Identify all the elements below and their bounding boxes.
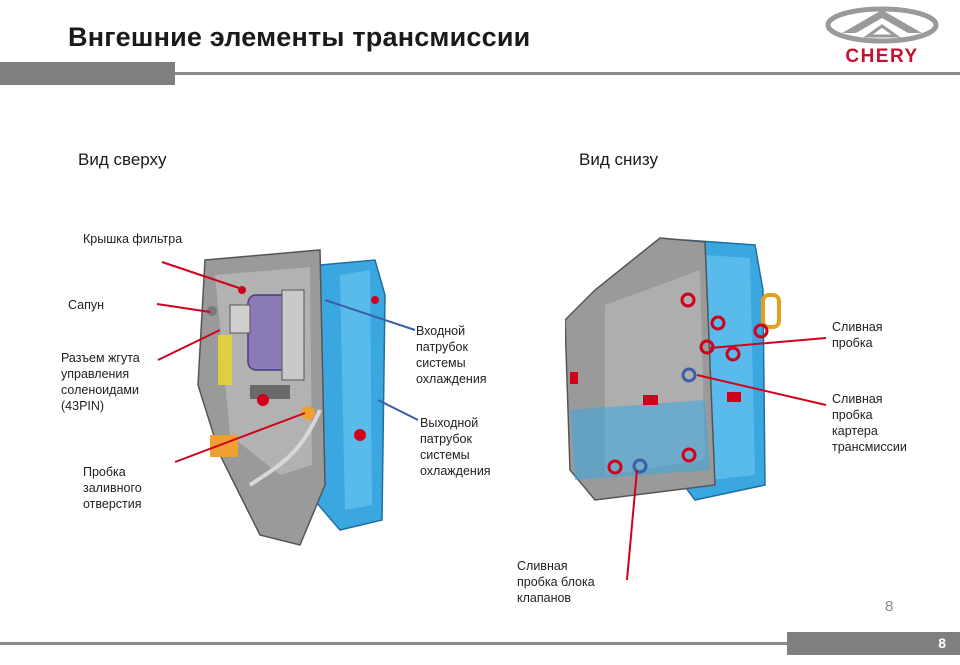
label-cooling-outlet: Выходной патрубок системы охлаждения bbox=[420, 416, 491, 478]
page-number-small: 8 bbox=[885, 598, 894, 615]
label-valve-body-drain-plug: Сливная пробка блока клапанов bbox=[517, 559, 595, 605]
brand-wordmark: CHERY bbox=[845, 46, 919, 67]
footer-accent-bar: 8 bbox=[787, 632, 960, 655]
label-drain-plug: Сливная пробка bbox=[832, 320, 883, 350]
page-number: 8 bbox=[938, 635, 946, 651]
top-view-heading: Вид сверху bbox=[78, 150, 167, 169]
label-solenoid-harness: Разъем жгута управления соленоидами (43P… bbox=[61, 351, 140, 413]
label-breather: Сапун bbox=[68, 298, 105, 312]
label-filter-cover: Крышка фильтра bbox=[83, 232, 183, 246]
bottom-view-heading: Вид снизу bbox=[579, 150, 658, 169]
slide-title: Внгешние элементы трансмиссии bbox=[68, 22, 531, 52]
label-case-drain-plug: Сливная пробка картера трансмиссии bbox=[832, 392, 907, 454]
transmission-top-view-image bbox=[197, 249, 386, 546]
header-accent-bar bbox=[0, 62, 175, 85]
footer-divider bbox=[0, 642, 960, 645]
chery-logo: CHERY bbox=[820, 6, 944, 68]
label-cooling-inlet: Входной патрубок системы охлаждения bbox=[416, 324, 487, 386]
transmission-bottom-view-image bbox=[565, 237, 781, 501]
label-fill-plug: Пробка заливного отверстия bbox=[83, 465, 142, 511]
chery-emblem-icon bbox=[825, 6, 939, 44]
header-divider bbox=[0, 72, 960, 75]
